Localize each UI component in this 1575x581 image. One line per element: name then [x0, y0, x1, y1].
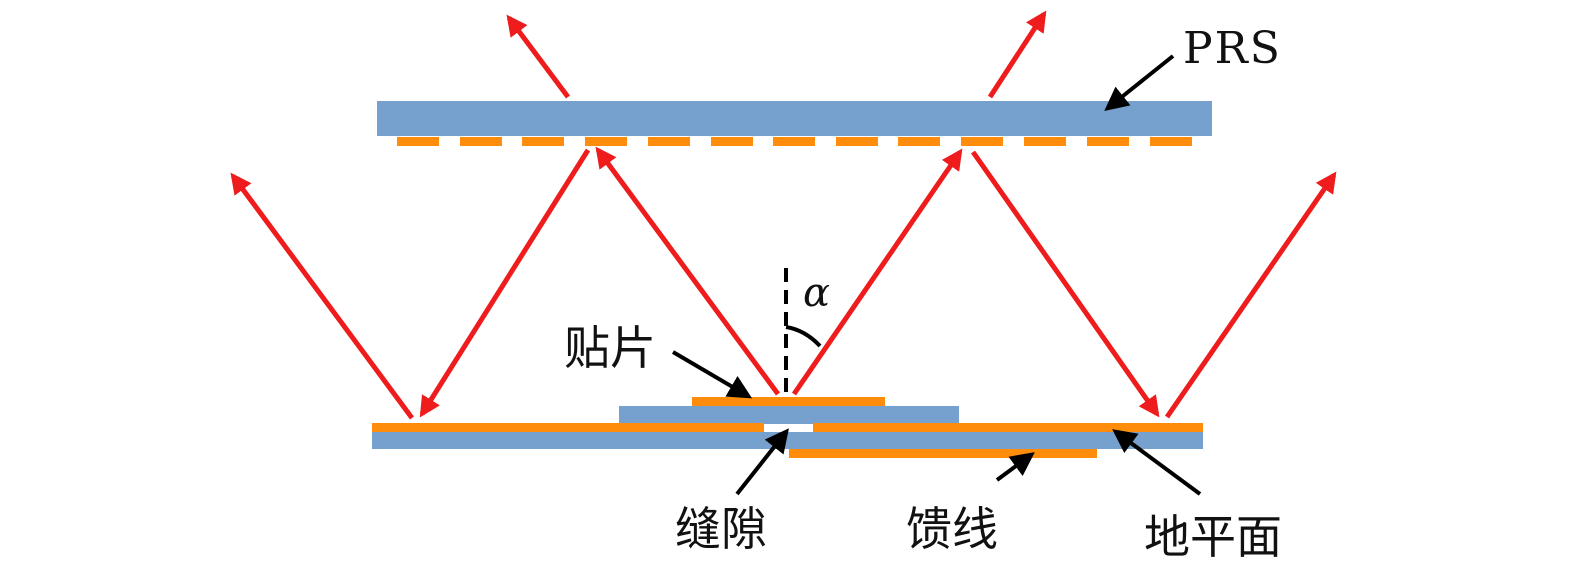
angle-alpha-label: α: [803, 270, 830, 316]
feed-label: 馈线: [906, 502, 998, 556]
ray-8-prs-out-upper-right: [987, 10, 1047, 99]
gap-pointer-arrow: [735, 428, 789, 496]
patch-label: 贴片: [564, 321, 656, 375]
rays: [230, 10, 1337, 420]
ground-plane-label: 地平面: [1144, 510, 1282, 564]
patch-substrate: [619, 406, 959, 424]
pointer-arrows: [671, 54, 1202, 496]
ground-pointer-arrow: [1112, 429, 1202, 496]
prs-pointer-arrow: [1104, 54, 1175, 111]
feed-pointer-arrow: [995, 452, 1035, 482]
angle-arc: [785, 325, 822, 348]
gap-label: 缝隙: [675, 502, 767, 556]
ray-4-prs-out-upper-left: [506, 14, 571, 99]
prs-metal-strips: [397, 137, 1192, 146]
ray-5-patch-to-prs-right: [791, 148, 963, 396]
ground-plane-right: [813, 423, 1203, 432]
ground-plane-left: [372, 423, 764, 432]
ray-3-ground-out-left: [230, 172, 415, 420]
feed-line: [789, 449, 1097, 458]
prs-substrate: [377, 101, 1212, 136]
ray-6-prs-to-ground-right: [970, 150, 1160, 418]
ray-2-prs-to-ground-left: [419, 148, 591, 418]
ray-7-ground-out-right: [1164, 171, 1337, 419]
main-substrate: [372, 432, 1203, 449]
patch: [692, 397, 885, 406]
prs-label: PRS: [1183, 23, 1282, 74]
ray-1-patch-to-prs-left: [595, 146, 781, 396]
patch-pointer-arrow: [671, 350, 753, 399]
